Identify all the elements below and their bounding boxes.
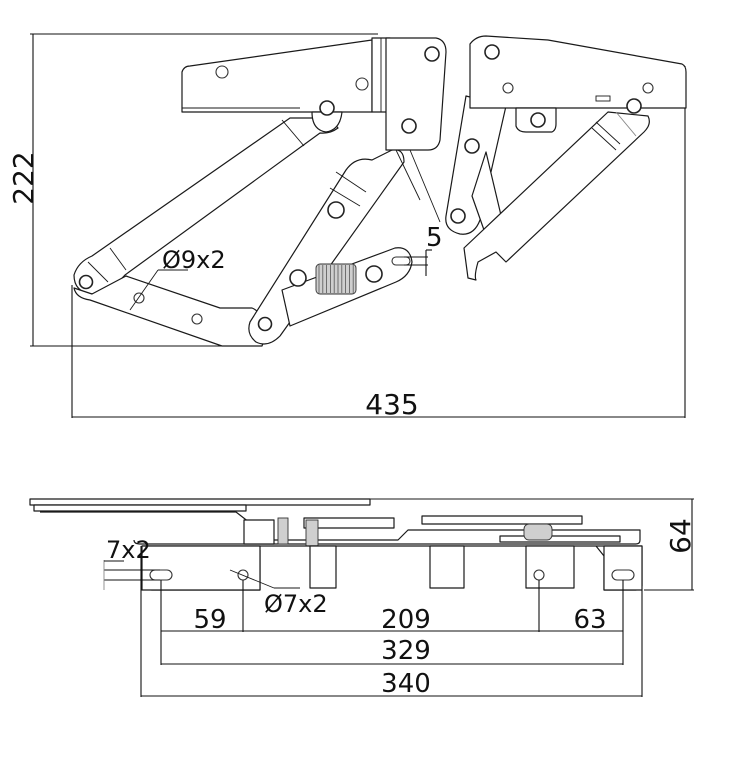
pivot-hole-icon — [401, 118, 417, 134]
pivot-hole-icon — [464, 138, 480, 154]
side-view: 222 435 Ø9x2 — [7, 33, 687, 421]
slot-dimension: 5 — [404, 223, 443, 276]
right-spacing-label: 63 — [573, 605, 606, 635]
center-link — [385, 37, 447, 223]
screw-hole-icon — [502, 82, 514, 94]
mount-hole-icon — [191, 313, 203, 325]
height-dimension-label: 222 — [7, 151, 40, 204]
pivot-hole-icon — [257, 316, 273, 332]
pivot-hole-icon — [530, 112, 546, 128]
overall-length-label: 340 — [381, 669, 431, 699]
pivot-hole-icon — [327, 201, 345, 219]
mount-slot-icon — [149, 569, 173, 581]
mount-hole-icon — [533, 569, 545, 581]
top-height-dimension: 64 — [640, 498, 697, 591]
top-view-springs — [277, 517, 553, 547]
pivot-hole-icon — [450, 208, 466, 224]
mount-hole-icon — [355, 77, 369, 91]
right-diagonal-arm — [463, 111, 650, 281]
spring-anchor-icon — [365, 265, 383, 283]
mount-hole-icon — [215, 65, 229, 79]
mount-hole-icon — [642, 82, 654, 94]
height-dimension: 222 — [7, 33, 378, 347]
mount-slot-icon — [611, 569, 635, 581]
hole-callout-label: Ø7x2 — [264, 590, 328, 618]
lid-bracket — [469, 35, 687, 133]
width-dimension: 435 — [71, 66, 686, 421]
slot-callout-label: 7x2 — [106, 536, 151, 564]
pivot-hole-icon — [484, 44, 500, 60]
pivot-hole-icon — [319, 100, 335, 116]
spring-anchor-icon — [289, 269, 307, 287]
tension-spring — [289, 263, 383, 295]
slot-dimension-label: 5 — [426, 223, 443, 253]
slot-spacing-label: 329 — [381, 636, 431, 666]
top-height-label: 64 — [664, 518, 697, 554]
adjust-slot-icon — [391, 256, 411, 266]
width-dimension-label: 435 — [365, 388, 418, 421]
pivot-hole-icon — [626, 98, 642, 114]
hole-callout-9x2: Ø9x2 — [162, 246, 226, 274]
pivot-hole-icon — [78, 274, 94, 290]
middle-spacing-label: 209 — [381, 605, 431, 635]
base-plate — [141, 545, 643, 591]
cabinet-bracket — [181, 37, 391, 133]
middle-arm — [248, 149, 405, 345]
slot-callout: 7x2 — [103, 536, 160, 590]
pivot-hole-icon — [424, 46, 440, 62]
left-spacing-label: 59 — [193, 605, 226, 635]
hole-callout: Ø7x2 — [229, 569, 328, 618]
top-view: 64 7x2 Ø7x2 59 209 63 329 — [29, 498, 697, 699]
